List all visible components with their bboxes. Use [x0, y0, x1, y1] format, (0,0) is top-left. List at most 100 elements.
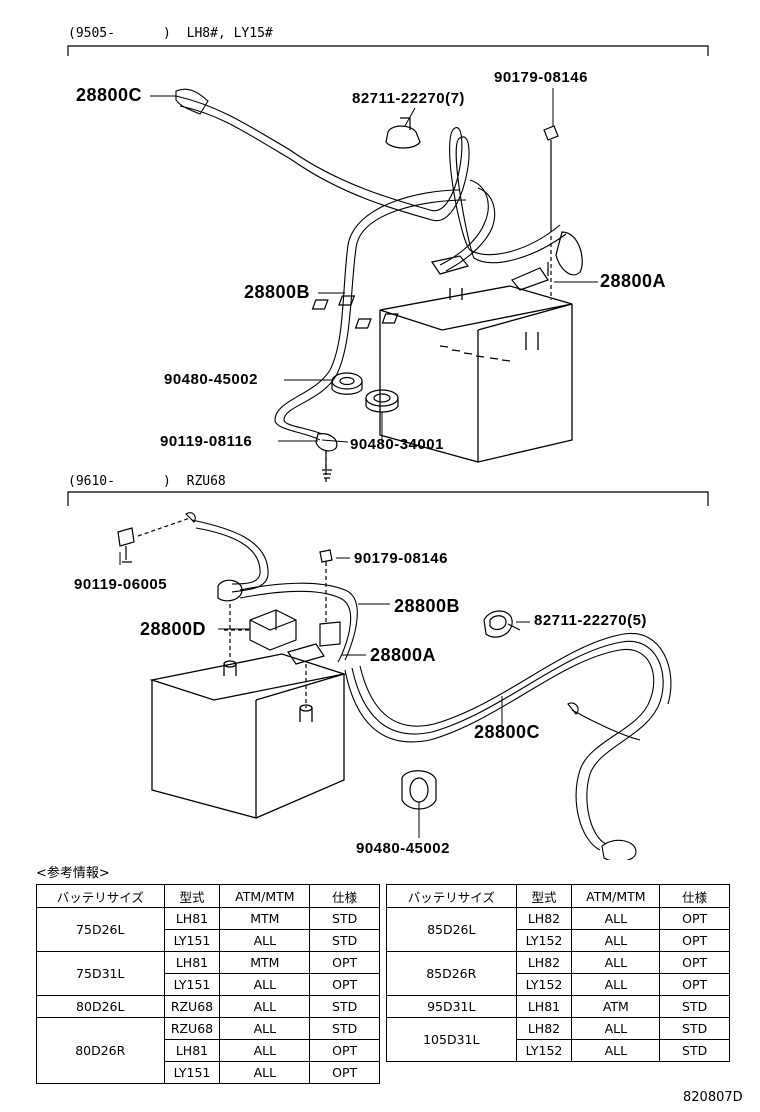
bottom-section-header: (9610-) RZU68 — [68, 474, 226, 489]
battery-size-cell: 85D26L — [386, 907, 517, 952]
label-bottom-28800d: 28800D — [140, 619, 207, 639]
battery-size-cell: 75D31L — [36, 951, 165, 996]
label-top-28800a: 28800A — [600, 271, 667, 291]
spec-cell: OPT — [309, 1039, 380, 1062]
bottom-cable-28800c — [344, 632, 672, 860]
bottom-nut — [319, 549, 333, 563]
battery-size-cell: 80D26L — [36, 995, 165, 1018]
label-bottom-82711-22270: 82711-22270(5) — [534, 612, 647, 629]
label-bottom-90119-06005: 90119-06005 — [74, 576, 168, 593]
label-top-90480-45002: 90480-45002 — [164, 371, 258, 388]
spec-cell: OPT — [309, 973, 380, 996]
transmission-cell: ALL — [219, 1017, 311, 1040]
table-row: LY151 ALL OPT — [37, 1061, 380, 1084]
table-row: LY152 ALL OPT — [387, 929, 730, 952]
reference-title: <参考情報> — [36, 866, 110, 881]
label-bottom-28800b: 28800B — [394, 596, 461, 616]
label-top-28800b: 28800B — [244, 282, 311, 302]
top-grommet-b — [365, 389, 399, 407]
bottom-clamp — [483, 610, 521, 638]
top-section-header: (9505-) LH8#, LY15# — [68, 26, 273, 41]
bottom-section-bracket — [67, 491, 709, 506]
table-header-row: バッテリサイズ 型式 ATM/MTM 仕様 — [386, 884, 730, 908]
top-nut — [543, 125, 559, 232]
table-row: LH81 ALL OPT — [37, 1039, 380, 1062]
reference-table-right: バッテリサイズ 型式 ATM/MTM 仕様 85D26L LH82 ALL OP… — [386, 884, 730, 1062]
model-cell: LY152 — [515, 973, 573, 996]
model-cell: LY151 — [163, 929, 221, 952]
table-row: LY152 ALL OPT — [387, 973, 730, 996]
header-spec: 仕様 — [309, 884, 380, 908]
bottom-grommet — [401, 770, 437, 810]
table-row: 105D31L LH82 ALL STD — [386, 1017, 730, 1062]
spec-cell: OPT — [659, 907, 730, 930]
bottom-bolt — [117, 527, 135, 563]
bottom-battery — [149, 653, 347, 819]
transmission-cell: ALL — [219, 995, 311, 1018]
top-grommet-a — [331, 372, 363, 390]
header-transmission: ATM/MTM — [219, 884, 311, 908]
model-cell: LH82 — [515, 951, 573, 974]
table-row: 80D26R RZU68 ALL STD — [36, 1017, 380, 1084]
model-cell: LH82 — [515, 907, 573, 930]
table-row: LY151 ALL STD — [37, 929, 380, 952]
spec-cell: OPT — [659, 973, 730, 996]
spec-cell: OPT — [309, 1061, 380, 1084]
label-bottom-28800a: 28800A — [370, 645, 437, 665]
table-row: 95D31L LH81 ATM STD — [386, 995, 730, 1018]
header-battery-size: バッテリサイズ — [386, 884, 517, 908]
bottom-date-range: (9610- — [68, 474, 115, 489]
model-cell: LH82 — [515, 1017, 573, 1040]
bottom-ground-cable — [185, 512, 269, 593]
top-cable-28800c — [175, 88, 567, 264]
label-top-28800c: 28800C — [76, 85, 143, 105]
model-cell: RZU68 — [163, 995, 221, 1018]
model-cell: LH81 — [163, 1039, 221, 1062]
top-section-bracket — [67, 45, 709, 56]
bottom-date-close: ) — [162, 474, 171, 489]
bottom-cable-28800b — [239, 582, 358, 663]
label-top-90119-08116: 90119-08116 — [160, 433, 253, 450]
transmission-cell: ALL — [219, 929, 311, 952]
top-date-range: (9505- — [68, 26, 115, 41]
header-battery-size: バッテリサイズ — [36, 884, 165, 908]
spec-cell: STD — [659, 995, 730, 1018]
model-cell: LH81 — [515, 995, 573, 1018]
table-row: LY152 ALL STD — [387, 1039, 730, 1062]
label-bottom-90480-45002: 90480-45002 — [356, 840, 450, 857]
transmission-cell: ALL — [571, 1039, 661, 1062]
transmission-cell: ALL — [571, 907, 661, 930]
model-cell: LY151 — [163, 1061, 221, 1084]
battery-size-cell: 80D26R — [36, 1017, 165, 1084]
transmission-cell: ALL — [219, 973, 311, 996]
top-cable-28800b — [274, 179, 496, 441]
spec-cell: STD — [309, 907, 380, 930]
top-date-close: ) — [162, 26, 171, 41]
transmission-cell: MTM — [219, 951, 311, 974]
table-header-row: バッテリサイズ 型式 ATM/MTM 仕様 — [36, 884, 380, 908]
top-battery — [311, 285, 573, 463]
model-cell: LH81 — [163, 951, 221, 974]
model-cell: RZU68 — [163, 1017, 221, 1040]
header-model: 型式 — [163, 884, 221, 908]
header-model: 型式 — [515, 884, 573, 908]
label-top-90480-34001: 90480-34001 — [350, 436, 444, 453]
transmission-cell: ALL — [571, 929, 661, 952]
drawing-code: 820807D — [683, 1090, 743, 1105]
spec-cell: STD — [659, 1039, 730, 1062]
battery-cable-diagram — [67, 45, 709, 860]
table-row: 75D26L LH81 MTM STD — [36, 907, 380, 952]
header-spec: 仕様 — [659, 884, 730, 908]
bottom-terminal-28800d — [217, 579, 243, 602]
label-top-82711-22270: 82711-22270(7) — [352, 90, 465, 107]
battery-size-cell: 95D31L — [386, 995, 517, 1018]
table-row: 85D26R LH82 ALL OPT — [386, 951, 730, 996]
spec-cell: STD — [659, 1017, 730, 1040]
spec-cell: OPT — [309, 951, 380, 974]
transmission-cell: ALL — [219, 1061, 311, 1084]
battery-size-cell: 105D31L — [386, 1017, 517, 1062]
table-row: 75D31L LH81 MTM OPT — [36, 951, 380, 996]
label-top-90179-08146: 90179-08146 — [494, 69, 588, 86]
top-model-codes: LH8#, LY15# — [186, 26, 273, 41]
transmission-cell: ALL — [571, 951, 661, 974]
